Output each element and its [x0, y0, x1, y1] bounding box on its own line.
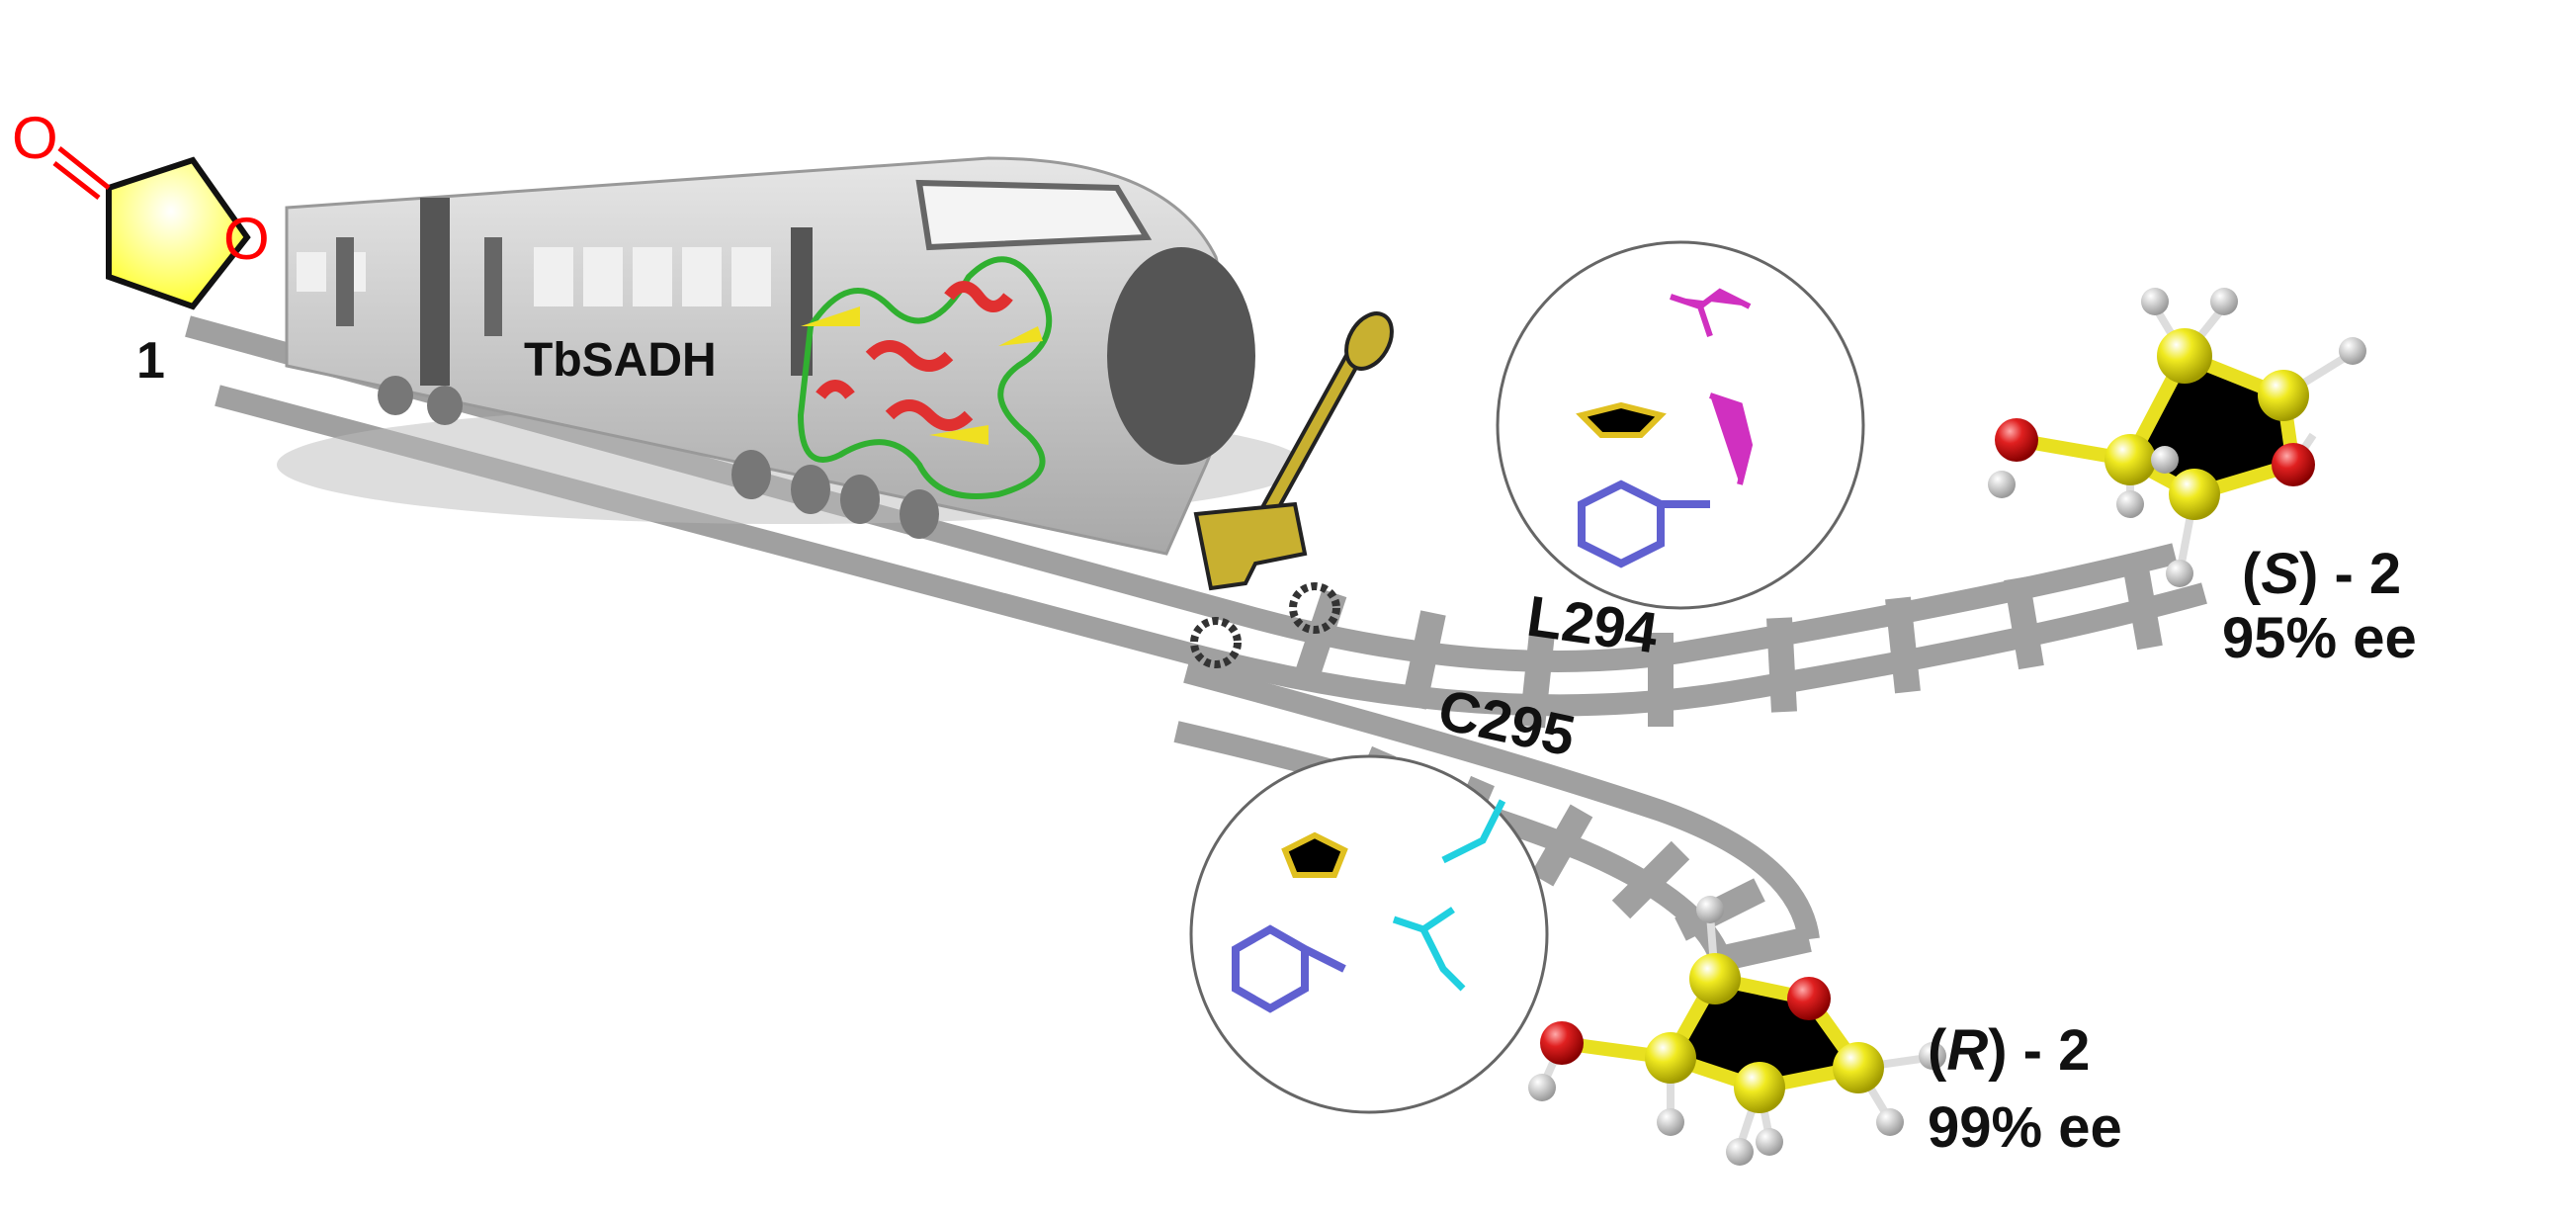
ring-oxygen-label: O — [223, 206, 270, 272]
carbonyl-oxygen-label: O — [12, 105, 58, 171]
active-site-c295 — [1189, 754, 1549, 1114]
train — [277, 156, 1305, 556]
protein-structure — [797, 256, 1053, 499]
active-site-l294 — [1496, 240, 1865, 610]
product-s-label: (S) - 2 — [2242, 542, 2401, 606]
compound-1-label: 1 — [136, 332, 165, 390]
product-r-structure — [1528, 896, 1946, 1166]
wrench-icon — [1193, 311, 1394, 591]
product-s-structure — [1988, 288, 2366, 587]
product-s-ee: 95% ee — [2222, 606, 2417, 670]
compound-1-structure: O O — [12, 105, 270, 310]
product-r-label: (R) - 2 — [1928, 1018, 2090, 1083]
gear-icon — [1190, 582, 1340, 668]
product-r-ee: 99% ee — [1928, 1095, 2122, 1160]
enzyme-label: TbSADH — [524, 334, 717, 387]
